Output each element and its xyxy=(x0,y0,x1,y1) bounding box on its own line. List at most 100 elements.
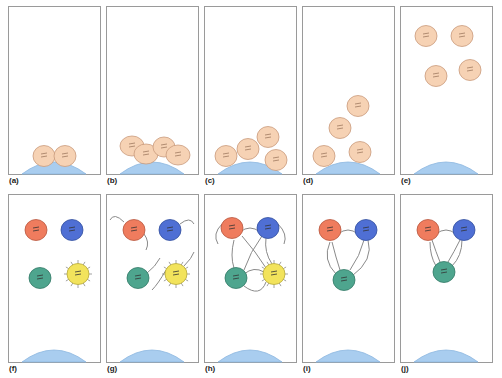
fibril xyxy=(448,240,460,262)
panel-label: (d) xyxy=(303,176,313,185)
cell-mark xyxy=(33,227,39,228)
panel-label: (h) xyxy=(205,364,215,373)
cell xyxy=(33,146,55,167)
cell-mark xyxy=(461,230,467,231)
surface-dome xyxy=(414,350,478,362)
cell-mark xyxy=(143,154,149,155)
cell-mark xyxy=(233,278,239,279)
cell-mark xyxy=(233,275,239,276)
panel-label: (b) xyxy=(107,176,117,185)
cell-mark xyxy=(265,228,271,229)
panel-label: (i) xyxy=(303,364,311,373)
cell-mark xyxy=(161,147,167,148)
cell-mark xyxy=(357,152,363,153)
panel-label: (a) xyxy=(9,176,19,185)
cell-mark xyxy=(175,152,181,153)
surface-dome xyxy=(22,350,86,362)
cell-mark xyxy=(461,227,467,228)
fibril xyxy=(332,242,340,270)
panel xyxy=(205,7,297,175)
cell xyxy=(425,66,447,87)
cell-mark xyxy=(131,227,137,228)
fibril xyxy=(184,252,194,266)
panel xyxy=(107,7,199,175)
cell-mark xyxy=(441,272,447,273)
panel-label: (f) xyxy=(9,364,17,373)
cell-mark xyxy=(229,228,235,229)
surface-dome xyxy=(218,350,282,362)
cell-mark xyxy=(37,278,43,279)
panel-label: (e) xyxy=(401,176,411,185)
cell xyxy=(333,270,355,291)
cell-mark xyxy=(423,33,429,34)
cell xyxy=(265,150,287,171)
cell-mark xyxy=(173,274,179,275)
cell-mark xyxy=(175,155,181,156)
panel xyxy=(303,7,395,175)
cell-mark xyxy=(341,277,347,278)
cell xyxy=(313,146,335,167)
cell-mark xyxy=(143,151,149,152)
cell-mark xyxy=(223,156,229,157)
cell-mark xyxy=(265,134,271,135)
cell xyxy=(263,264,285,285)
cell-mark xyxy=(355,106,361,107)
panel xyxy=(401,7,493,175)
fibril xyxy=(144,234,148,250)
cell-mark xyxy=(363,230,369,231)
fibril xyxy=(232,240,234,268)
cell xyxy=(225,268,247,289)
cell-mark xyxy=(337,128,343,129)
cell-mark xyxy=(69,230,75,231)
cell-mark xyxy=(135,278,141,279)
cell xyxy=(257,127,279,148)
cell-mark xyxy=(363,227,369,228)
cell-mark xyxy=(135,275,141,276)
cell-mark xyxy=(467,70,473,71)
fibril xyxy=(244,236,262,270)
panel-frame xyxy=(205,7,297,175)
panel-label: (j) xyxy=(401,364,409,373)
cell-mark xyxy=(265,137,271,138)
cell-mark xyxy=(265,225,271,226)
fibril xyxy=(432,240,440,262)
cell xyxy=(25,220,47,241)
cell xyxy=(459,60,481,81)
cell xyxy=(54,146,76,167)
cell-mark xyxy=(425,227,431,228)
cell xyxy=(415,26,437,47)
fibril xyxy=(110,216,124,222)
cell-mark xyxy=(327,227,333,228)
cell-mark xyxy=(357,149,363,150)
fibril xyxy=(352,240,369,276)
fibril xyxy=(244,269,264,274)
panel-frame xyxy=(107,7,199,175)
cell-mark xyxy=(129,146,135,147)
cell-mark xyxy=(161,144,167,145)
fibril xyxy=(244,282,266,291)
cell xyxy=(347,96,369,117)
cell xyxy=(355,220,377,241)
cell xyxy=(123,220,145,241)
cell-mark xyxy=(433,76,439,77)
cell xyxy=(417,220,439,241)
cell-mark xyxy=(245,146,251,147)
surface-dome xyxy=(414,162,478,174)
cell xyxy=(349,142,371,163)
panel-frame xyxy=(107,195,199,363)
cell-mark xyxy=(41,153,47,154)
panel xyxy=(9,7,101,175)
cell xyxy=(61,220,83,241)
fibril xyxy=(327,242,336,274)
cell xyxy=(237,139,259,160)
cell-mark xyxy=(273,157,279,158)
cell xyxy=(319,220,341,241)
cell-mark xyxy=(273,160,279,161)
surface-dome xyxy=(316,350,380,362)
panel-frame xyxy=(9,7,101,175)
cell-mark xyxy=(459,33,465,34)
cell-mark xyxy=(62,153,68,154)
panel-frame xyxy=(303,195,395,363)
panel xyxy=(303,195,395,363)
